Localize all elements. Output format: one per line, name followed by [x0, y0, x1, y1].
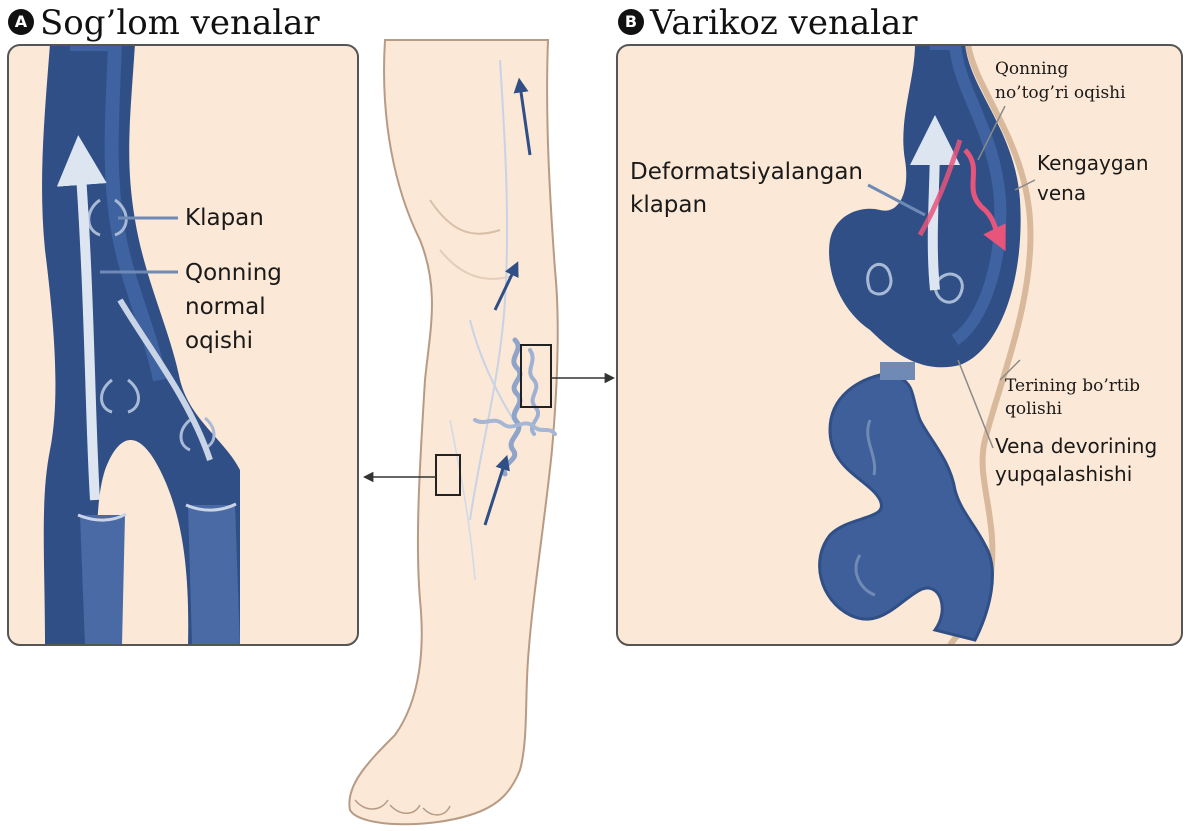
label-dilated-vein-line2: vena [1037, 180, 1086, 206]
label-skin-bulge-line2: qolishi [1005, 398, 1062, 420]
panel-b-varicose-veins [617, 44, 1182, 645]
label-reflux-line2: no’tog’ri oqishi [995, 82, 1126, 104]
panel-a-badge: A [8, 9, 34, 35]
label-deformed-valve-line2: klapan [630, 190, 707, 220]
panel-b-badge: B [618, 9, 644, 35]
label-skin-bulge-line1: Terining bo’rtib [1005, 375, 1140, 397]
label-valve: Klapan [185, 203, 264, 233]
label-wall-thinning-line1: Vena devorining [995, 433, 1157, 459]
panel-b-title-text: Varikoz venalar [650, 3, 918, 43]
panel-a-healthy-veins [8, 44, 358, 645]
panel-a-title-text: Sog’lom venalar [40, 3, 320, 43]
label-wall-thinning-line2: yupqalashishi [995, 461, 1132, 487]
label-reflux-line1: Qonning [995, 58, 1068, 80]
leg-outline [349, 40, 557, 824]
label-normal-flow-line1: Qonning [185, 258, 282, 288]
leg-illustration [349, 40, 613, 824]
label-deformed-valve-line1: Deformatsiyalangan [630, 157, 863, 187]
label-dilated-vein-line1: Kengaygan [1037, 150, 1149, 176]
label-normal-flow-line2: normal [185, 292, 266, 322]
label-normal-flow-line3: oqishi [185, 326, 253, 356]
